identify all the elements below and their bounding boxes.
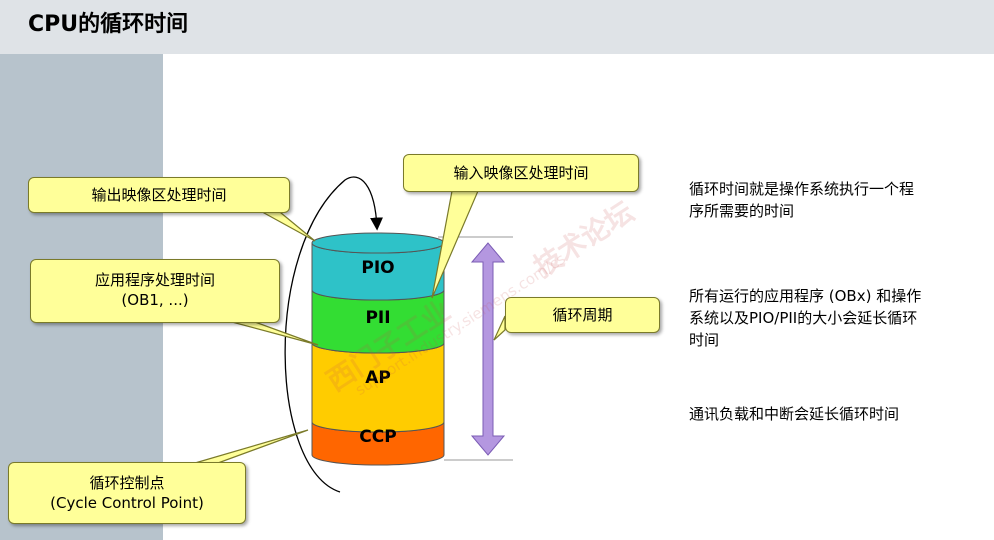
ccp-label: CCP bbox=[359, 427, 397, 447]
ap-callout-tail bbox=[231, 321, 319, 346]
pii-callout: 输入映像区处理时间 bbox=[403, 154, 639, 192]
pio-top bbox=[311, 232, 445, 254]
cycle-callout: 循环周期 bbox=[505, 297, 660, 333]
cycle-loop bbox=[284, 176, 384, 493]
ap-callout-line2: (OB1, ...) bbox=[121, 291, 189, 309]
ccp-callout-tail bbox=[194, 429, 309, 464]
title-bar: CPU的循环时间 bbox=[0, 0, 994, 54]
ap-callout-line1: 应用程序处理时间 bbox=[94, 271, 215, 289]
pii-callout-text: 输入映像区处理时间 bbox=[453, 164, 589, 182]
pio-callout-text: 输出映像区处理时间 bbox=[91, 186, 227, 204]
ccp-callout-line1: 循环控制点 bbox=[89, 474, 165, 492]
page-title: CPU的循环时间 bbox=[28, 12, 189, 37]
pii-label: PII bbox=[365, 308, 391, 328]
ccp-callout: 循环控制点 (Cycle Control Point) bbox=[8, 462, 246, 524]
ccp-callout-line2: (Cycle Control Point) bbox=[50, 494, 204, 512]
description-1: 循环时间就是操作系统执行一个程 序所需要的时间 bbox=[689, 180, 915, 220]
ap-callout: 应用程序处理时间 (OB1, ...) bbox=[30, 259, 280, 323]
cycle-callout-text: 循环周期 bbox=[552, 306, 613, 324]
pio-callout: 输出映像区处理时间 bbox=[28, 177, 290, 213]
cycle-period-arrow bbox=[470, 242, 506, 456]
description-2: 所有运行的应用程序 (OBx) 和操作 系统以及PIO/PII的大小会延长循环 … bbox=[689, 287, 922, 349]
cylinder-stack bbox=[311, 232, 445, 466]
description-3: 通讯负载和中断会延长循环时间 bbox=[689, 405, 900, 423]
pio-label: PIO bbox=[361, 258, 395, 278]
ap-label: AP bbox=[365, 368, 391, 388]
cycle-callout-tail bbox=[493, 315, 506, 341]
